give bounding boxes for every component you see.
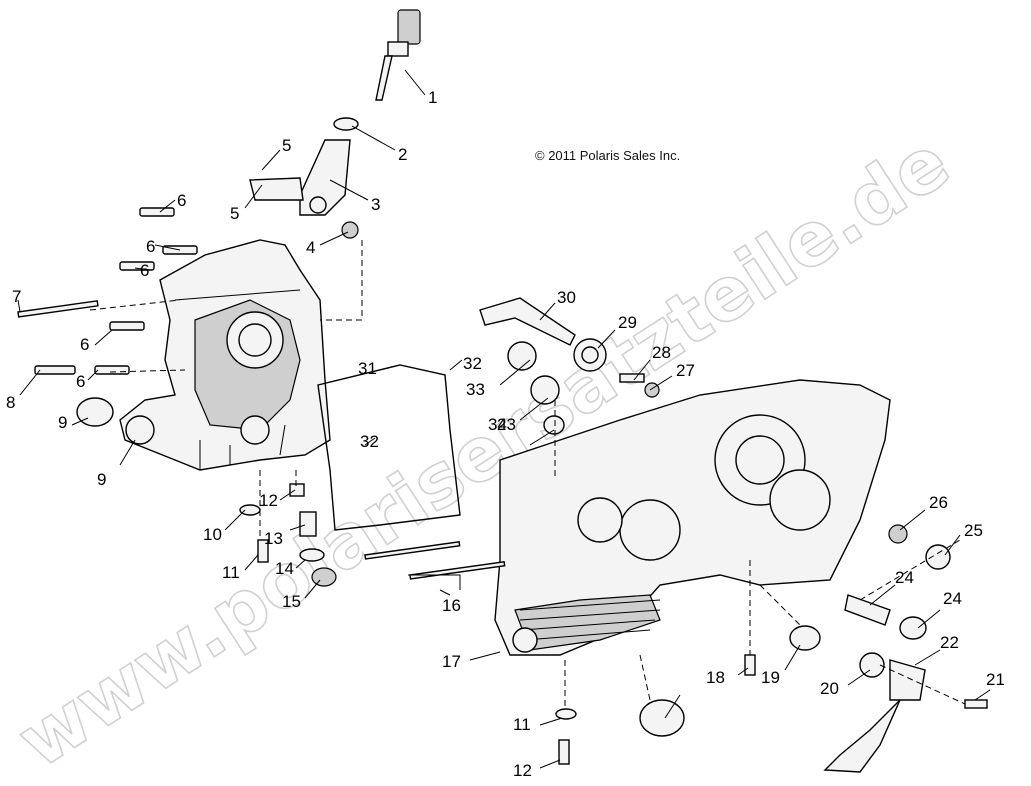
callout-5: 5	[282, 136, 291, 155]
callout-8: 8	[6, 393, 15, 412]
seal-20	[789, 625, 821, 651]
callout-19: 18	[706, 668, 725, 687]
callout-13: 12	[259, 491, 278, 510]
callout-21: 20	[820, 679, 839, 698]
bolt-17-b	[409, 560, 506, 580]
plug-16	[311, 567, 337, 587]
callout-10: 9	[97, 470, 106, 489]
bolts-6	[94, 207, 198, 375]
spring-14	[299, 511, 317, 537]
callout-9: 9	[58, 413, 67, 432]
bolt-19	[744, 654, 756, 676]
washer-11-right	[555, 708, 577, 720]
callout-29: 28	[652, 343, 671, 362]
bolt-22	[964, 699, 988, 709]
callout-34: 34	[488, 415, 507, 434]
callout-17: 16	[442, 596, 461, 615]
oil-fill-tube	[249, 139, 351, 216]
seal-34-bottom	[530, 375, 560, 405]
callout-6: 6	[146, 237, 155, 256]
callout-4: 4	[306, 238, 315, 257]
pin-25	[844, 594, 891, 626]
drain-bolt-12-right	[558, 739, 570, 765]
nut	[341, 221, 359, 239]
gasket	[317, 364, 461, 531]
shaft	[479, 297, 576, 346]
washer-27	[888, 524, 908, 544]
callout-32: 32	[360, 432, 379, 451]
callout-6: 6	[140, 261, 149, 280]
damper-right	[639, 699, 685, 737]
callout-24: 24	[943, 589, 962, 608]
callout-12: 12	[513, 761, 532, 780]
seal-34-top	[507, 341, 537, 371]
o-ring	[333, 117, 359, 131]
callout-6: 6	[177, 191, 186, 210]
callout-23: 22	[940, 633, 959, 652]
callout-27: 26	[929, 493, 948, 512]
callout-1: 1	[428, 88, 437, 107]
part-13	[289, 483, 305, 497]
callout-5: 5	[230, 204, 239, 223]
dipstick	[375, 9, 421, 101]
drain-bolt-12-left	[257, 539, 269, 563]
callout-22: 21	[986, 670, 1005, 689]
callout-11: 11	[513, 715, 531, 734]
callout-2: 2	[398, 145, 407, 164]
dowel-24-upper	[543, 415, 565, 435]
callout-28: 27	[676, 361, 695, 380]
long-bolt	[17, 300, 99, 318]
dowel-24-right	[899, 616, 927, 640]
callout-20: 19	[761, 668, 780, 687]
bolt-8	[34, 365, 76, 375]
callout-6: 6	[80, 335, 89, 354]
callout-11: 10	[203, 525, 222, 544]
callout-14: 13	[264, 529, 283, 548]
callout-6: 6	[76, 372, 85, 391]
callout-33: 32	[463, 354, 482, 373]
washer-15	[299, 548, 325, 562]
washer-11-left	[239, 504, 261, 516]
callout-34: 33	[466, 380, 485, 399]
callout-25: 24	[895, 568, 914, 587]
callout-16: 15	[282, 592, 301, 611]
callout-15: 14	[275, 559, 294, 578]
right-crankcase	[494, 379, 891, 656]
callout-24: 23	[497, 415, 516, 434]
bolt-29	[619, 373, 645, 383]
left-crankcase-cover	[119, 239, 331, 471]
callout-12: 11	[222, 563, 240, 582]
copyright-notice: © 2011 Polaris Sales Inc.	[535, 148, 681, 163]
assembly-lines	[89, 240, 966, 710]
seal-26	[925, 544, 951, 570]
callout-3: 3	[371, 195, 380, 214]
damper-left	[76, 397, 114, 427]
bolt-17-a	[364, 540, 461, 560]
bearing-30-bore	[581, 346, 599, 364]
callout-7: 7	[12, 287, 21, 306]
callout-labels: 1 2 3 4 5 5 6 6 6 6 6 7 8 9 9 10 11 11 1…	[6, 88, 1005, 780]
leader-lines	[17, 69, 991, 769]
callout-18: 17	[442, 652, 461, 671]
kickstart-lever	[823, 659, 926, 773]
callout-32: 31	[358, 359, 377, 378]
callout-30: 29	[618, 313, 637, 332]
cap-21	[859, 652, 885, 678]
callout-26: 25	[964, 521, 983, 540]
callout-31: 30	[557, 288, 576, 307]
